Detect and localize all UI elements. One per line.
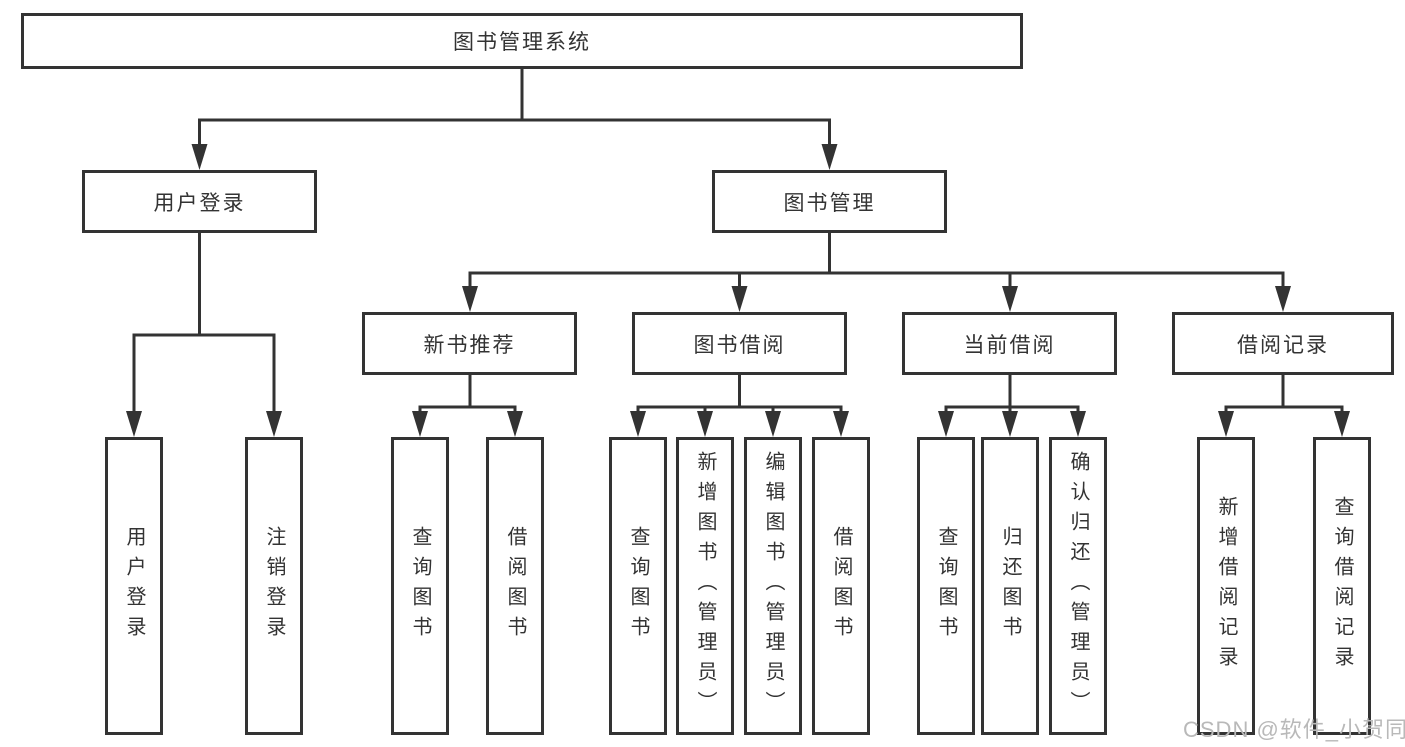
node-root-library-system: 图书管理系统 (21, 13, 1023, 69)
node-label: 新书推荐 (423, 333, 516, 357)
node-label: 用户登录 (153, 191, 246, 215)
leaf-borrow-books: 借阅图书 (486, 437, 544, 735)
leaf-label: 新增图书（管理员） (694, 451, 716, 721)
leaf-label: 用户登录 (123, 526, 145, 646)
leaf-add-borrow-record: 新增借阅记录 (1197, 437, 1255, 735)
leaf-label: 查询图书 (627, 526, 649, 646)
leaf-query-borrow-record: 查询借阅记录 (1313, 437, 1371, 735)
node-label: 当前借阅 (963, 333, 1056, 357)
leaf-label: 借阅图书 (504, 526, 526, 646)
leaf-label: 查询图书 (935, 526, 957, 646)
leaf-label: 注销登录 (263, 526, 285, 646)
leaf-label: 新增借阅记录 (1215, 496, 1237, 676)
leaf-label: 借阅图书 (830, 526, 852, 646)
leaf-user-login: 用户登录 (105, 437, 163, 735)
leaf-label: 确认归还（管理员） (1067, 451, 1089, 721)
leaf-label: 查询借阅记录 (1331, 496, 1353, 676)
leaf-query-books: 查询图书 (609, 437, 667, 735)
leaf-confirm-return-admin: 确认归还（管理员） (1049, 437, 1107, 735)
leaf-label: 查询图书 (409, 526, 431, 646)
leaf-add-books-admin: 新增图书（管理员） (676, 437, 734, 735)
node-label: 图书管理系统 (453, 31, 591, 54)
leaf-label: 编辑图书（管理员） (762, 451, 784, 721)
arrowheads (126, 144, 1350, 437)
node-user-login: 用户登录 (82, 170, 317, 233)
leaf-return-books: 归还图书 (981, 437, 1039, 735)
leaf-logout: 注销登录 (245, 437, 303, 735)
node-current-borrow: 当前借阅 (902, 312, 1117, 375)
leaf-query-books: 查询图书 (917, 437, 975, 735)
node-borrow-records: 借阅记录 (1172, 312, 1394, 375)
leaf-edit-books-admin: 编辑图书（管理员） (744, 437, 802, 735)
leaf-borrow-books: 借阅图书 (812, 437, 870, 735)
node-label: 图书管理 (783, 191, 876, 215)
leaf-label: 归还图书 (999, 526, 1021, 646)
node-book-management: 图书管理 (712, 170, 947, 233)
node-book-borrow: 图书借阅 (632, 312, 847, 375)
node-label: 借阅记录 (1237, 333, 1329, 357)
node-label: 图书借阅 (693, 333, 786, 357)
csdn-watermark: CSDN @软件_小贺同学 (1183, 717, 1405, 742)
leaf-query-books: 查询图书 (391, 437, 449, 735)
node-new-book-recommend: 新书推荐 (362, 312, 577, 375)
